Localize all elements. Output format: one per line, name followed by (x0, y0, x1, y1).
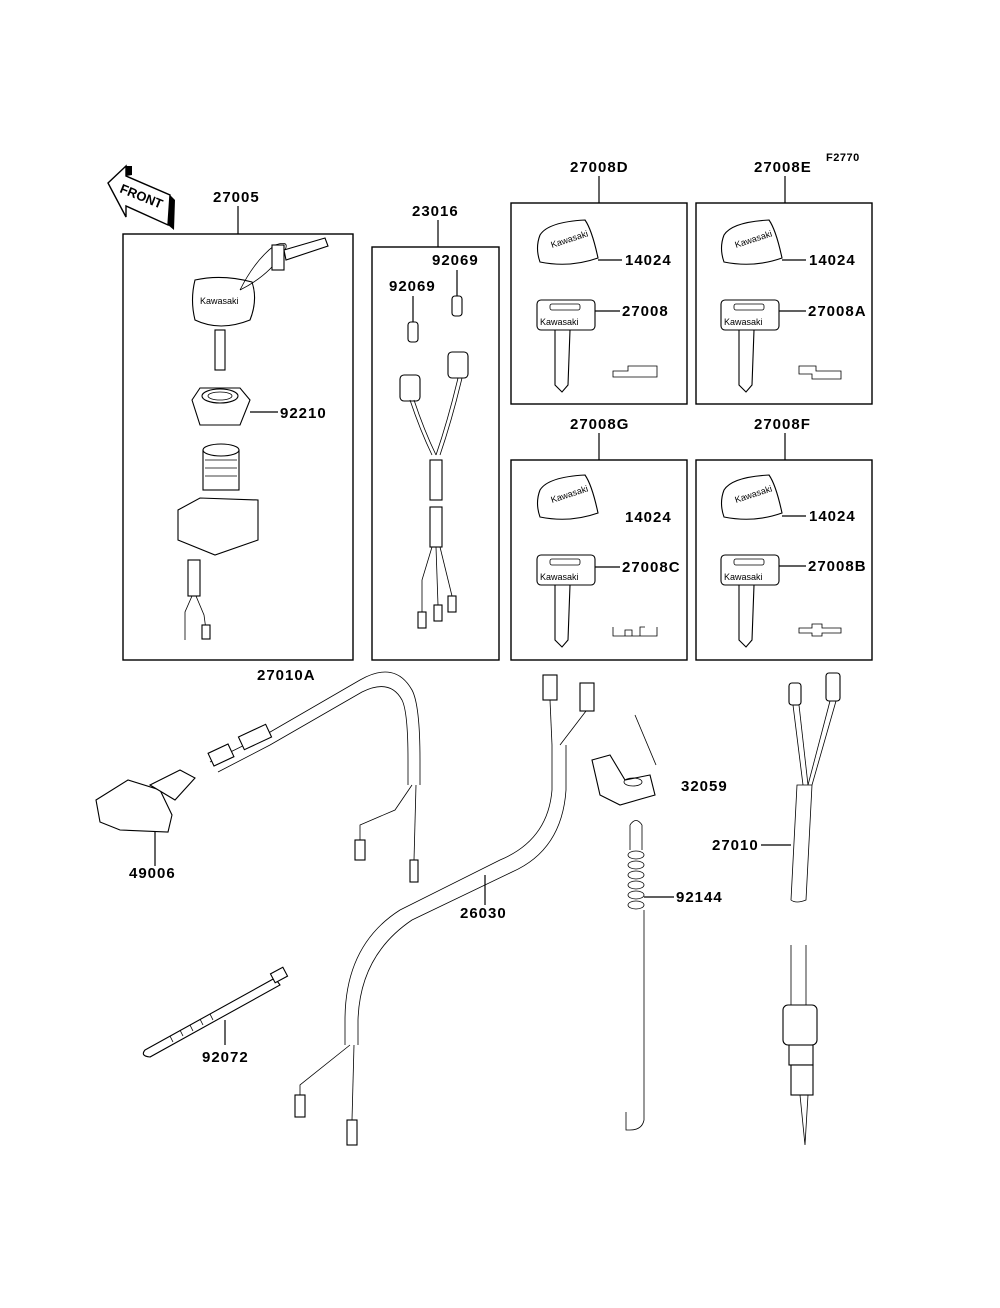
figure-code: F2770 (826, 152, 860, 164)
part-label-27005[interactable]: 27005 (213, 189, 260, 206)
key-blank-icon: Kawasaki (536, 554, 596, 648)
part-label-27010A[interactable]: 27010A (257, 667, 316, 684)
part-label-49006[interactable]: 49006 (129, 865, 176, 882)
part-92144[interactable]: 92144 (625, 820, 723, 1131)
part-27010A[interactable]: 27010A (207, 667, 421, 883)
key-profile-icon (612, 365, 658, 378)
key-cover-icon: Kawasaki (536, 474, 599, 520)
key-cover-icon: Kawasaki (536, 219, 599, 265)
key-cover-icon: Kawasaki (720, 474, 783, 520)
group-ignition-switch[interactable]: 27005 Kawasaki 92210 (122, 189, 354, 661)
spring-rod-icon (625, 820, 645, 1131)
part-26030[interactable]: 26030 (294, 674, 595, 1146)
boot-cap-icon (95, 769, 196, 833)
part-label-14024[interactable]: 14024 (809, 508, 856, 525)
part-49006[interactable]: 49006 (95, 769, 196, 882)
switch-lead-icon (207, 671, 421, 883)
key-profile-icon (798, 623, 842, 637)
key-blank-icon: Kawasaki (720, 299, 780, 393)
part-label-27008D[interactable]: 27008D (570, 159, 629, 176)
ignition-key-icon: Kawasaki (191, 237, 329, 371)
group-key-set-27008G[interactable]: 27008G Kawasaki 14024 Kawasaki 27008C (510, 416, 688, 661)
part-label-27008B[interactable]: 27008B (808, 558, 867, 575)
key-blank-icon: Kawasaki (720, 554, 780, 648)
part-label-92072[interactable]: 92072 (202, 1049, 249, 1066)
group-key-set-27008F[interactable]: 27008F Kawasaki 14024 Kawasaki 27008B (695, 416, 873, 661)
part-label-27008[interactable]: 27008 (622, 303, 669, 320)
part-label-27008G[interactable]: 27008G (570, 416, 629, 433)
svg-text:Kawasaki: Kawasaki (540, 572, 579, 582)
part-label-27008E[interactable]: 27008E (754, 159, 812, 176)
part-label-23016[interactable]: 23016 (412, 203, 459, 220)
key-blank-icon: Kawasaki (536, 299, 596, 393)
part-label-92069-left[interactable]: 92069 (389, 278, 436, 295)
svg-text:Kawasaki: Kawasaki (200, 296, 239, 306)
key-profile-icon (612, 626, 658, 637)
switch-sensor-icon (782, 672, 841, 1146)
wire-harness-icon (294, 674, 595, 1146)
cable-band-icon (142, 966, 289, 1058)
part-27010[interactable]: 27010 (712, 672, 841, 1146)
part-label-26030[interactable]: 26030 (460, 905, 507, 922)
nut-icon (191, 387, 251, 426)
group-harness-23016[interactable]: 23016 92069 92069 (371, 203, 500, 661)
part-label-27008F[interactable]: 27008F (754, 416, 811, 433)
ignition-switch-icon (177, 443, 259, 640)
svg-text:Kawasaki: Kawasaki (724, 572, 763, 582)
part-label-14024[interactable]: 14024 (809, 252, 856, 269)
clamp-bracket-icon (591, 754, 656, 806)
svg-text:Kawasaki: Kawasaki (724, 317, 763, 327)
part-32059[interactable]: 32059 (591, 714, 728, 806)
part-label-92144[interactable]: 92144 (676, 889, 723, 906)
part-label-92069-right[interactable]: 92069 (432, 252, 479, 269)
front-arrow-icon: FRONT (107, 164, 175, 230)
part-label-32059[interactable]: 32059 (681, 778, 728, 795)
part-92072[interactable]: 92072 (142, 966, 289, 1066)
part-label-92210[interactable]: 92210 (280, 405, 327, 422)
key-cover-icon: Kawasaki (720, 219, 783, 265)
svg-text:Kawasaki: Kawasaki (540, 317, 579, 327)
group-key-set-27008D[interactable]: 27008D Kawasaki 14024 Kawasaki 27008 (510, 159, 688, 405)
part-label-14024[interactable]: 14024 (625, 509, 672, 526)
part-label-14024[interactable]: 14024 (625, 252, 672, 269)
harness-23016-icon (399, 351, 469, 629)
part-label-27008C[interactable]: 27008C (622, 559, 681, 576)
part-label-27010[interactable]: 27010 (712, 837, 759, 854)
part-label-27008A[interactable]: 27008A (808, 303, 867, 320)
group-key-set-27008E[interactable]: 27008E Kawasaki 14024 Kawasaki 27008A (695, 159, 873, 405)
key-profile-icon (798, 365, 842, 380)
